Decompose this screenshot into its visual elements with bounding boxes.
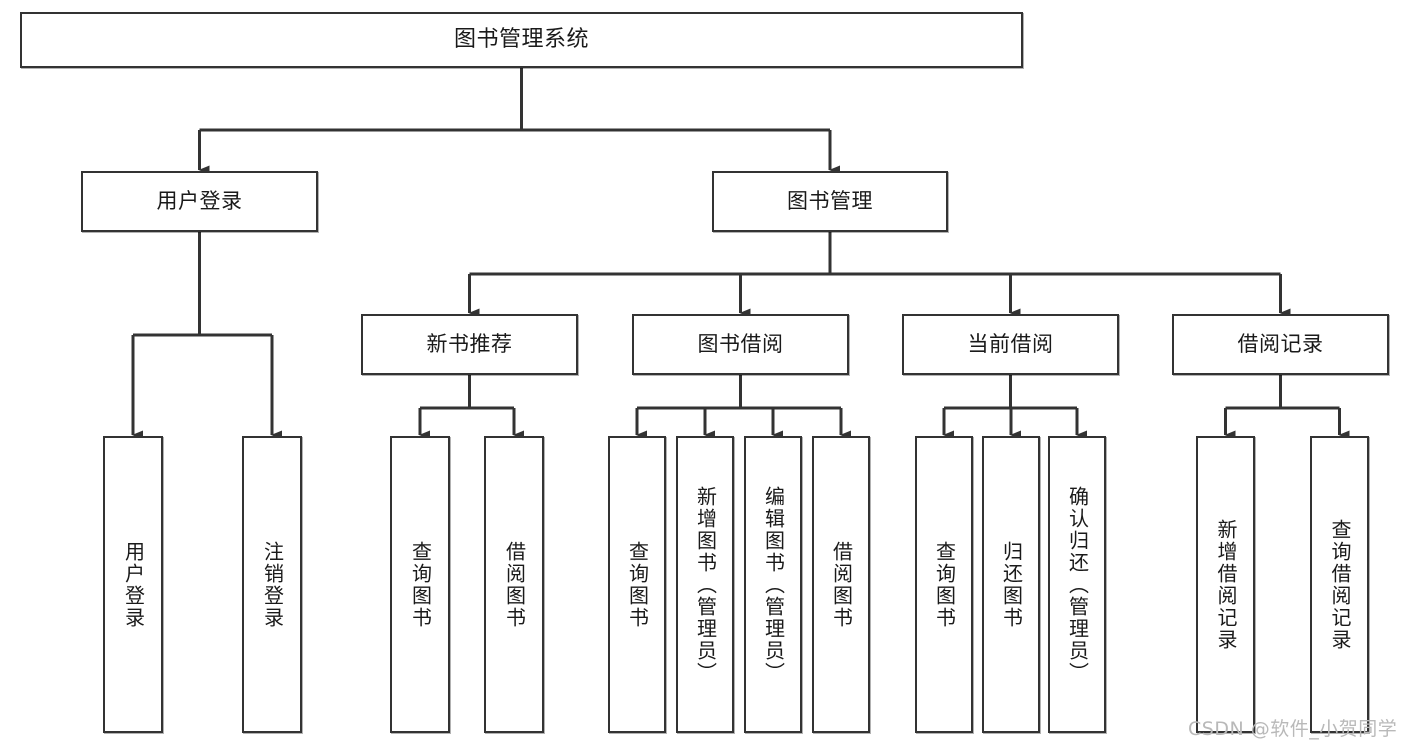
node-leaf-return-book[interactable]: 归还图书 <box>982 436 1040 733</box>
node-label: 用户登录 <box>121 540 146 629</box>
node-label: 图书管理 <box>787 189 873 214</box>
node-label: 新增图书（管理员） <box>693 485 718 684</box>
node-leaf-query-book-3[interactable]: 查询图书 <box>915 436 973 733</box>
node-label: 当前借阅 <box>967 332 1054 357</box>
node-leaf-logout[interactable]: 注销登录 <box>242 436 302 733</box>
node-leaf-query-book-2[interactable]: 查询图书 <box>608 436 666 733</box>
node-label: 借阅图书 <box>502 540 527 629</box>
node-leaf-borrow-book-2[interactable]: 借阅图书 <box>812 436 870 733</box>
node-leaf-user-login[interactable]: 用户登录 <box>103 436 163 733</box>
node-new-book-rec[interactable]: 新书推荐 <box>361 314 578 375</box>
node-borrow-record[interactable]: 借阅记录 <box>1172 314 1389 375</box>
node-current-borrow[interactable]: 当前借阅 <box>902 314 1119 375</box>
node-leaf-edit-book[interactable]: 编辑图书（管理员） <box>744 436 802 733</box>
node-book-manage[interactable]: 图书管理 <box>712 171 948 232</box>
node-leaf-add-book[interactable]: 新增图书（管理员） <box>676 436 734 733</box>
node-leaf-query-book-1[interactable]: 查询图书 <box>390 436 450 733</box>
node-leaf-query-record[interactable]: 查询借阅记录 <box>1310 436 1369 733</box>
node-leaf-add-record[interactable]: 新增借阅记录 <box>1196 436 1255 733</box>
node-book-borrow[interactable]: 图书借阅 <box>632 314 849 375</box>
node-label: 查询图书 <box>408 540 433 629</box>
node-label: 注销登录 <box>260 540 285 629</box>
node-label: 借阅图书 <box>829 540 854 629</box>
node-label: 查询借阅记录 <box>1328 518 1352 651</box>
node-label: 借阅记录 <box>1237 332 1324 357</box>
node-label: 用户登录 <box>156 189 243 214</box>
node-label: 查询图书 <box>932 540 957 629</box>
node-leaf-borrow-book-1[interactable]: 借阅图书 <box>484 436 544 733</box>
node-root[interactable]: 图书管理系统 <box>20 12 1023 68</box>
node-label: 归还图书 <box>999 540 1024 629</box>
node-label: 新增借阅记录 <box>1214 518 1238 651</box>
node-label: 编辑图书（管理员） <box>761 485 786 684</box>
node-label: 查询图书 <box>625 540 650 629</box>
node-label: 图书借阅 <box>697 332 784 357</box>
node-label: 图书管理系统 <box>453 27 589 53</box>
node-user-login[interactable]: 用户登录 <box>81 171 318 232</box>
node-label: 确认归还（管理员） <box>1065 485 1090 684</box>
node-label: 新书推荐 <box>426 332 513 357</box>
node-leaf-confirm-return[interactable]: 确认归还（管理员） <box>1048 436 1106 733</box>
